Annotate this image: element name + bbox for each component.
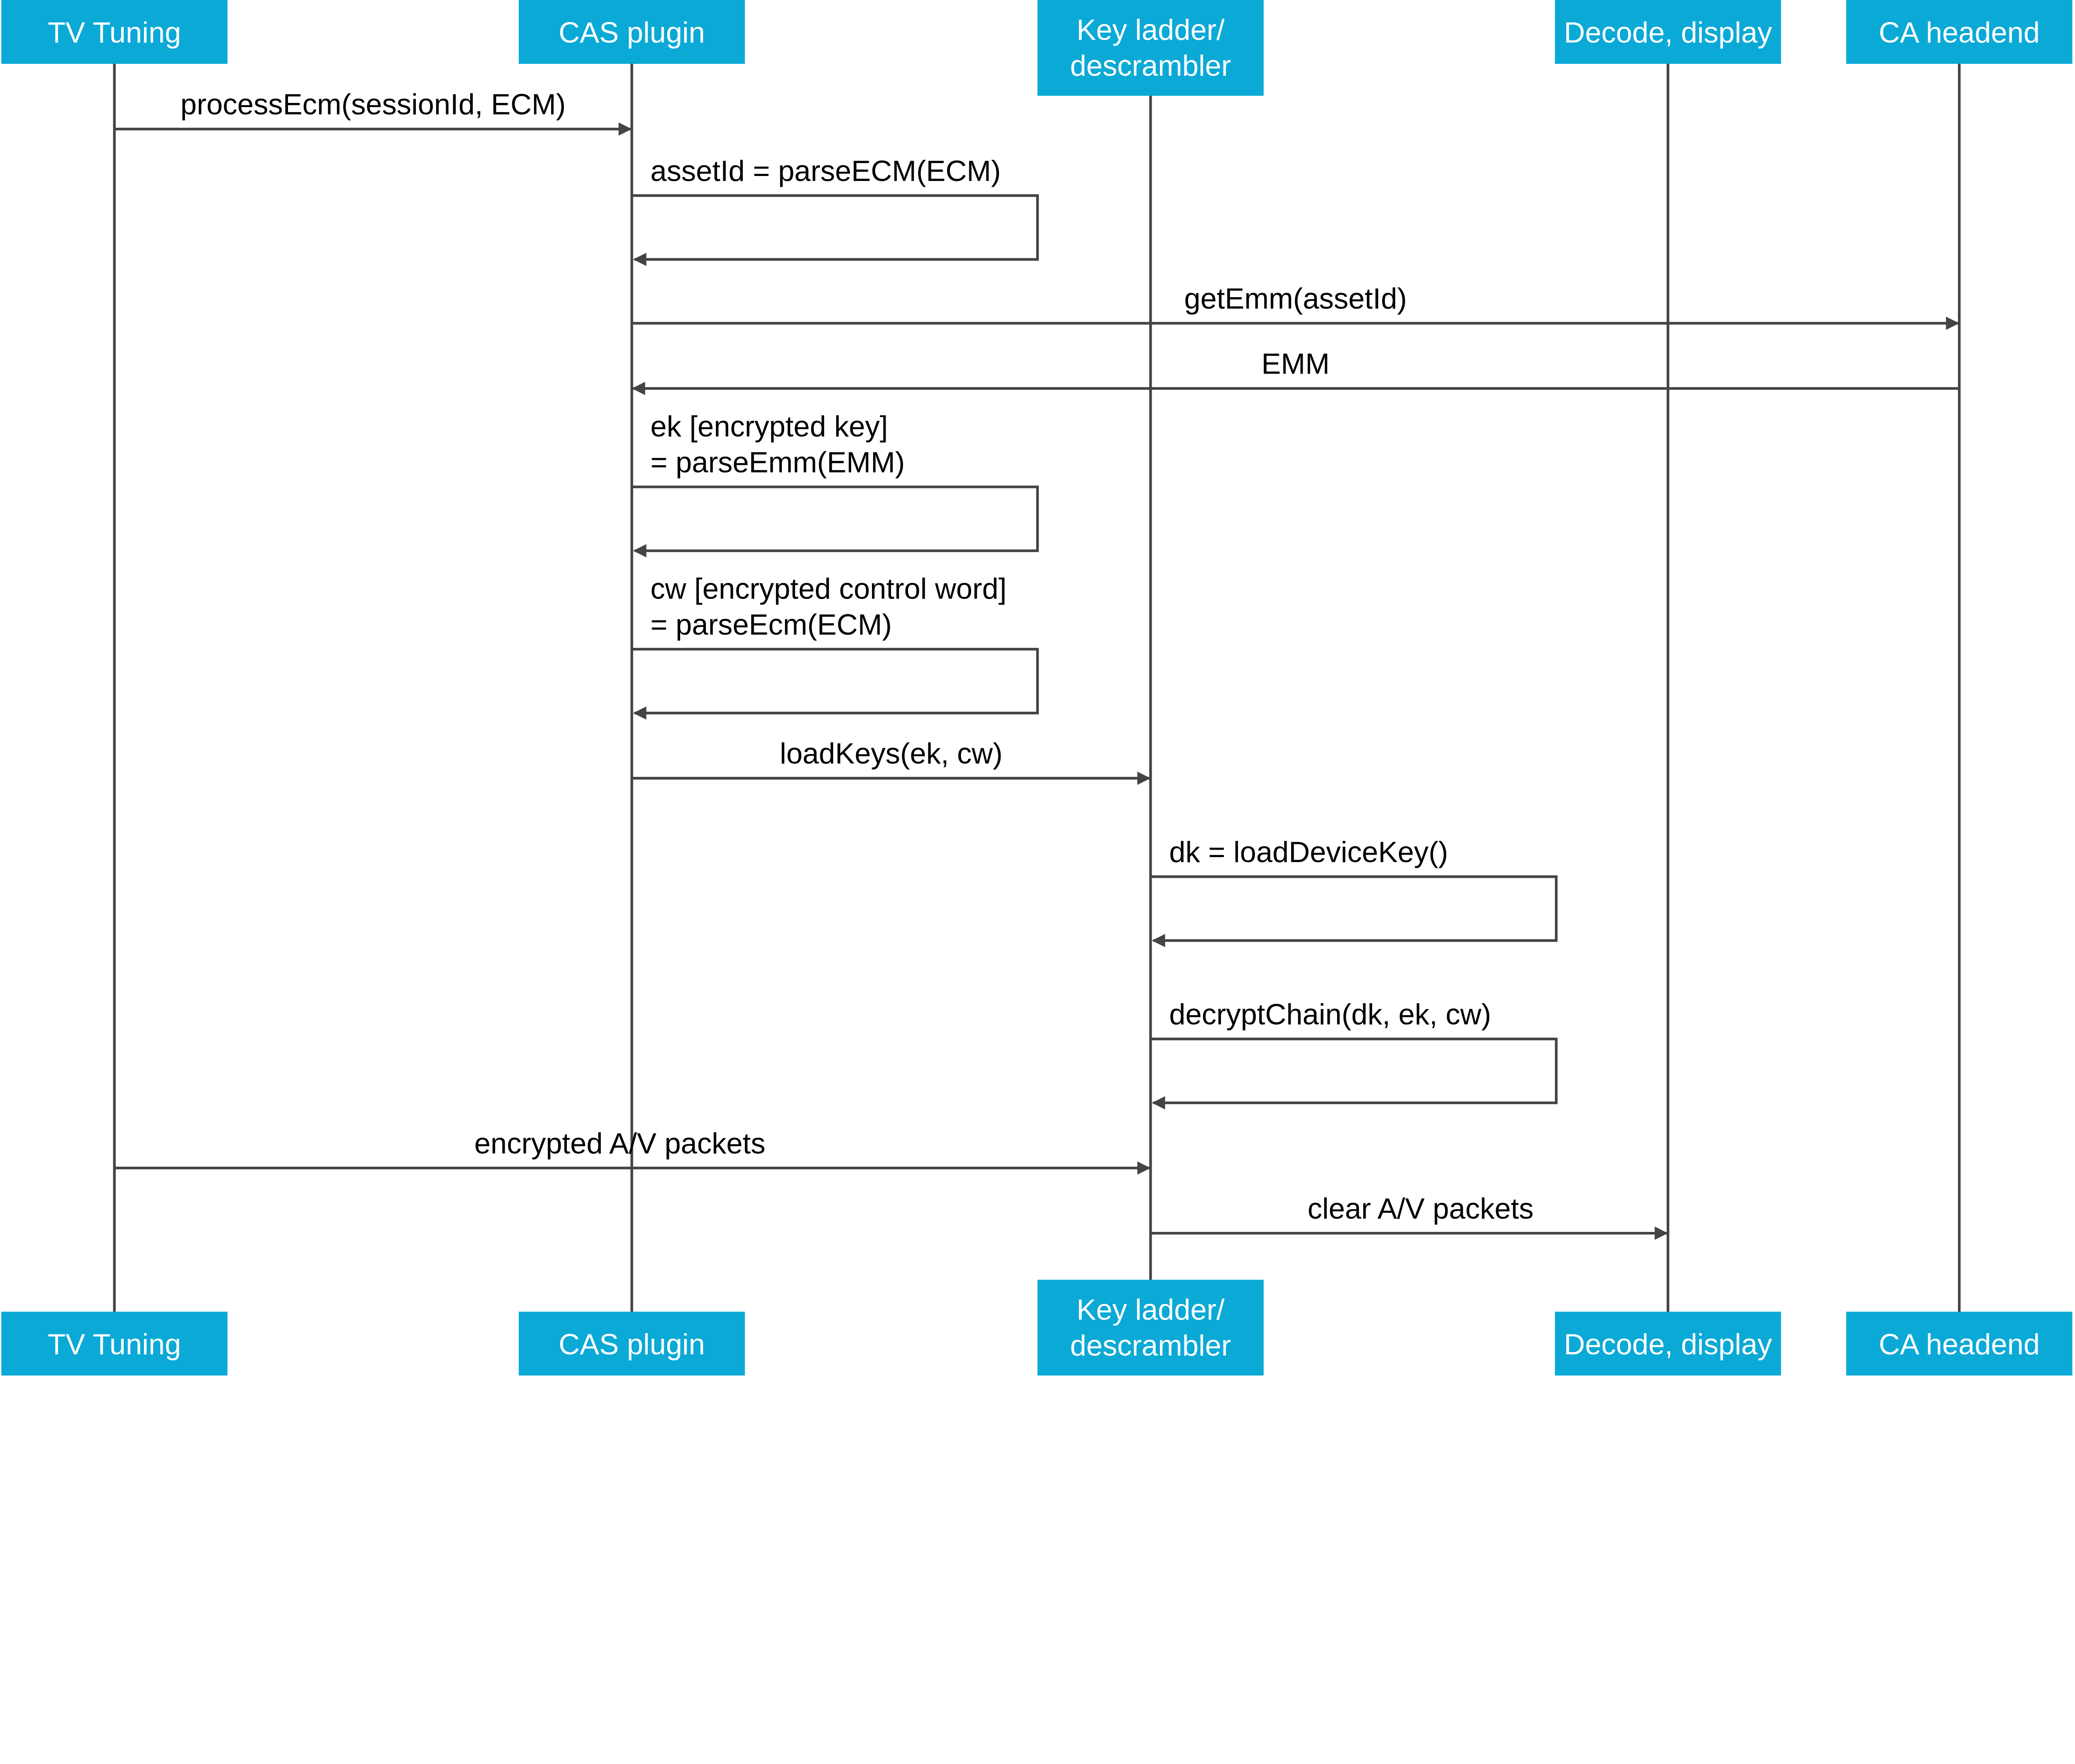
- message-1: assetId = parseECM(ECM): [632, 154, 1039, 266]
- participant-cas-bottom: CAS plugin: [518, 1312, 745, 1376]
- message-label: loadKeys(ek, cw): [780, 737, 1003, 770]
- participant-label: Decode, display: [1564, 16, 1772, 49]
- participant-label: TV Tuning: [48, 16, 181, 49]
- participant-box: [1846, 1312, 2073, 1376]
- participant-box: [518, 0, 745, 64]
- message-label: = parseEmm(EMM): [650, 446, 905, 479]
- participant-label: CAS plugin: [559, 1328, 705, 1361]
- participant-box: [1555, 1312, 1781, 1376]
- participant-label: Decode, display: [1564, 1328, 1772, 1361]
- message-label: encrypted A/V packets: [474, 1127, 766, 1160]
- message-label: getEmm(assetId): [1184, 282, 1407, 315]
- participant-box: [1037, 0, 1264, 96]
- message-label: assetId = parseECM(ECM): [650, 154, 1001, 187]
- participant-box: [1, 0, 228, 64]
- self-call-arrow: [1150, 875, 1558, 948]
- participant-tv-bottom: TV Tuning: [1, 1312, 228, 1376]
- participant-dec-bottom: Decode, display: [1555, 1312, 1781, 1376]
- message-8: decryptChain(dk, ek, cw): [1150, 998, 1558, 1110]
- message-6: loadKeys(ek, cw): [632, 737, 1151, 785]
- participant-key-bottom: Key ladder/descrambler: [1037, 1280, 1264, 1376]
- messages: processEcm(sessionId, ECM) assetId = pars…: [114, 88, 1960, 1240]
- participant-box: [1846, 0, 2073, 64]
- message-2: getEmm(assetId): [632, 282, 1960, 330]
- participant-ca-bottom: CA headend: [1846, 1312, 2073, 1376]
- participant-label: CA headend: [1879, 1328, 2040, 1361]
- self-call-arrow: [632, 647, 1039, 720]
- participant-box: [1555, 0, 1781, 64]
- participant-label: CAS plugin: [559, 16, 705, 49]
- participant-cas-top: CAS plugin: [518, 0, 745, 64]
- message-label: cw [encrypted control word]: [650, 572, 1006, 605]
- message-3: EMM: [632, 347, 1960, 395]
- participant-label: Key ladder/: [1077, 13, 1225, 46]
- participant-label: descrambler: [1070, 49, 1231, 82]
- message-9: encrypted A/V packets: [114, 1127, 1151, 1175]
- participant-box: [1037, 1280, 1264, 1376]
- message-10: clear A/V packets: [1150, 1192, 1668, 1240]
- self-call-arrow: [1150, 1037, 1558, 1110]
- self-call-arrow: [632, 194, 1039, 266]
- participant-ca-top: CA headend: [1846, 0, 2073, 64]
- message-0: processEcm(sessionId, ECM): [114, 88, 632, 136]
- participant-box: [1, 1312, 228, 1376]
- participant-tv-top: TV Tuning: [1, 0, 228, 64]
- message-7: dk = loadDeviceKey(): [1150, 836, 1558, 948]
- message-label: EMM: [1262, 347, 1330, 380]
- message-label: clear A/V packets: [1308, 1192, 1534, 1225]
- participant-box: [518, 1312, 745, 1376]
- message-4: ek [encrypted key] = parseEmm(EMM): [632, 410, 1039, 557]
- participant-label: descrambler: [1070, 1329, 1231, 1362]
- participant-label: CA headend: [1879, 16, 2040, 49]
- participant-key-top: Key ladder/descrambler: [1037, 0, 1264, 96]
- participant-label: TV Tuning: [48, 1328, 181, 1361]
- message-5: cw [encrypted control word]= parseEcm(EC…: [632, 572, 1039, 720]
- participant-label: Key ladder/: [1077, 1293, 1225, 1326]
- message-label: dk = loadDeviceKey(): [1169, 836, 1448, 868]
- participant-dec-top: Decode, display: [1555, 0, 1781, 64]
- message-label: = parseEcm(ECM): [650, 608, 892, 641]
- message-label: ek [encrypted key]: [650, 410, 888, 442]
- self-call-arrow: [632, 485, 1039, 557]
- message-label: processEcm(sessionId, ECM): [181, 88, 566, 121]
- sequence-diagram: processEcm(sessionId, ECM) assetId = pars…: [1, 0, 2073, 1376]
- message-label: decryptChain(dk, ek, cw): [1169, 998, 1491, 1031]
- lifelines: [113, 53, 1961, 1317]
